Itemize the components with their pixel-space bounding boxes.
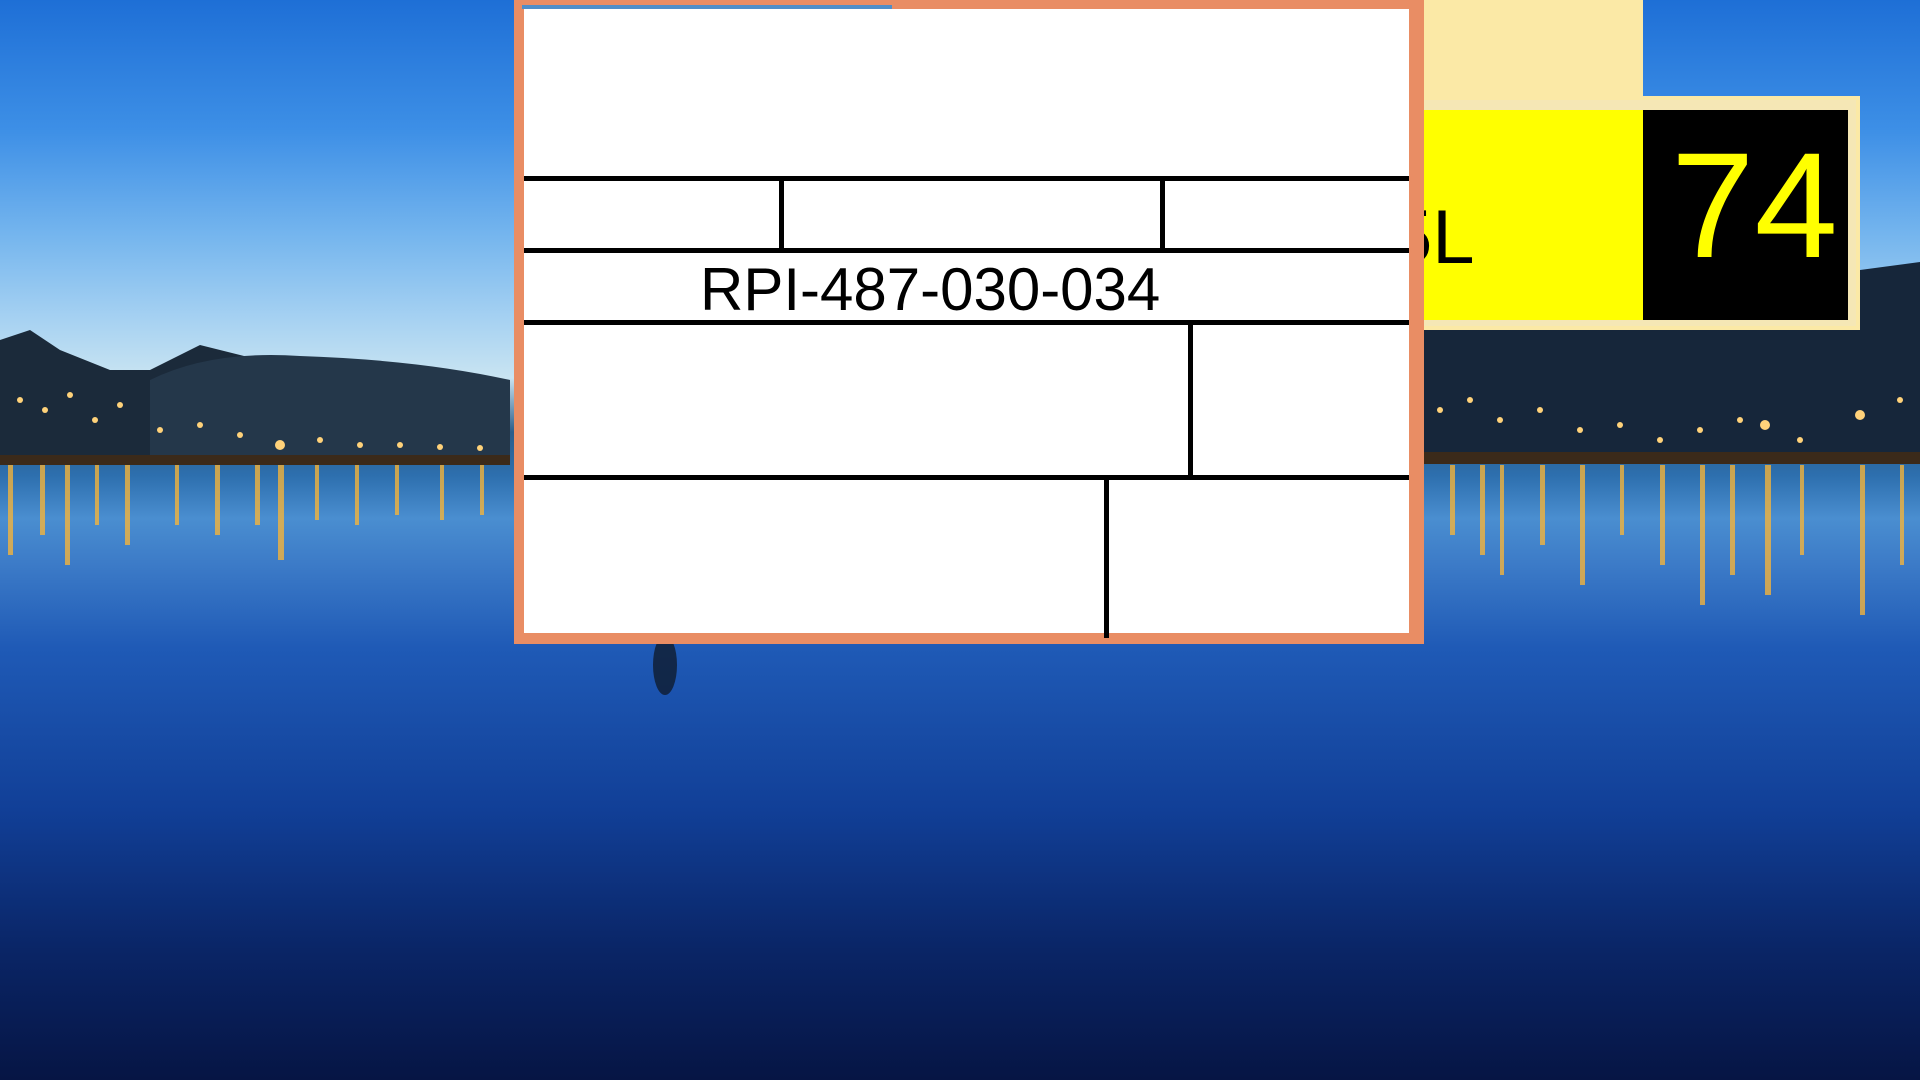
sign-black-panel: 74 [1643,110,1848,320]
document-code: RPI-487-030-034 [524,255,1409,325]
form-divider [1104,478,1109,638]
left-shore [0,455,510,465]
right-reflections [1450,465,1904,615]
left-hill-back [150,355,510,460]
form-rule [524,475,1409,480]
window-accent-bar [522,5,892,9]
form-rule [524,248,1409,253]
document-code-text: RPI-487-030-034 [700,256,1161,323]
right-shore [1424,452,1920,464]
document-window[interactable]: RPI-487-030-034 [514,0,1424,644]
sign-yellow-panel: 5L [1390,110,1643,320]
sign-right-text: 74 [1671,121,1838,289]
form-divider [1188,323,1193,478]
document-page: RPI-487-030-034 [524,9,1409,638]
left-town-lights [17,392,483,451]
background-window-titlebar[interactable] [1410,0,1643,106]
right-town-lights [1437,397,1903,443]
form-divider [1160,179,1165,249]
left-reflections [8,465,484,565]
form-divider [779,179,784,249]
form-rule [524,176,1409,181]
form-rule [524,320,1409,325]
figure-silhouette [653,635,677,695]
